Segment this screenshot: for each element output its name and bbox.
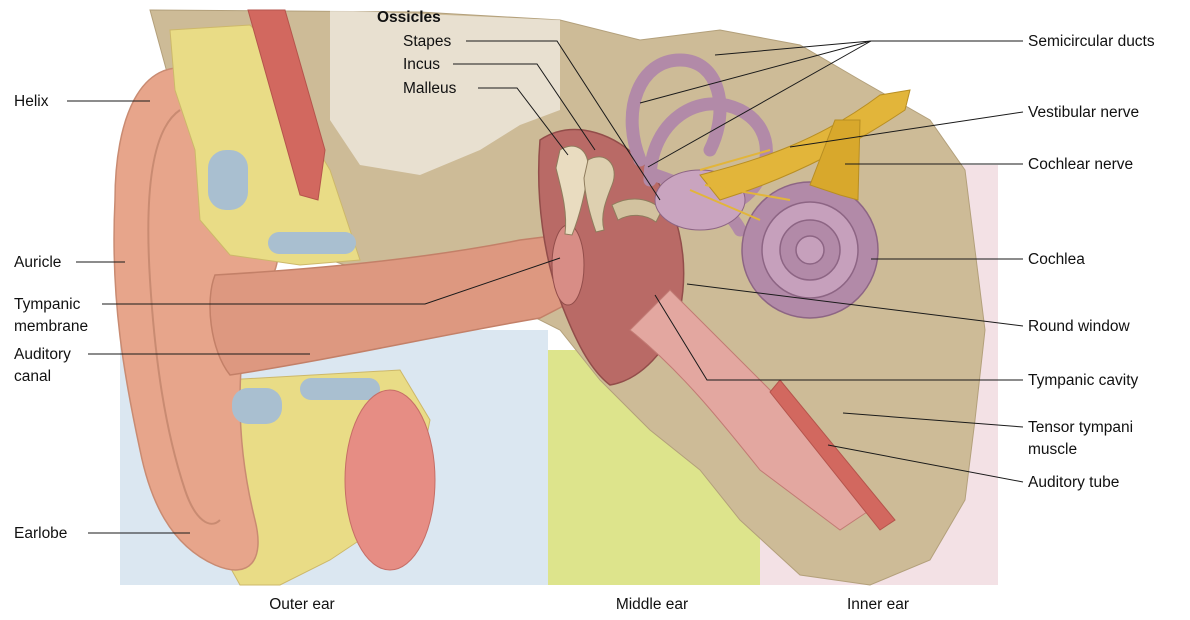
caption-middle-ear: Middle ear [616, 596, 688, 613]
cochlea-shape [742, 182, 878, 318]
label-tympanic-membrane-line2: membrane [14, 318, 88, 335]
fat-pocket-low2 [300, 378, 380, 400]
label-tensor-tympani-line2: muscle [1028, 441, 1077, 458]
label-auditory-canal-line1: Auditory [14, 346, 71, 363]
label-auditory-canal-line2: canal [14, 368, 51, 385]
label-auricle: Auricle [14, 254, 61, 271]
label-cochlear-nerve: Cochlear nerve [1028, 156, 1133, 173]
fat-pocket-mid [268, 232, 356, 254]
tympanic-membrane-shape [552, 225, 584, 305]
label-cochlea: Cochlea [1028, 251, 1085, 268]
label-tympanic-membrane-line1: Tympanic [14, 296, 81, 313]
label-earlobe: Earlobe [14, 525, 67, 542]
label-stapes: Stapes [403, 33, 452, 50]
label-auditory-tube: Auditory tube [1028, 474, 1119, 491]
label-helix: Helix [14, 93, 49, 110]
label-semicircular-ducts: Semicircular ducts [1028, 33, 1155, 50]
fat-pocket-low1 [232, 388, 282, 424]
lower-gland [345, 390, 435, 570]
label-incus: Incus [403, 56, 440, 73]
caption-outer-ear: Outer ear [269, 596, 334, 613]
label-round-window: Round window [1028, 318, 1130, 335]
label-tensor-tympani-line1: Tensor tympani [1028, 419, 1133, 436]
label-tympanic-cavity: Tympanic cavity [1028, 372, 1139, 389]
label-ossicles-title: Ossicles [377, 9, 441, 26]
label-malleus: Malleus [403, 80, 457, 97]
label-vestibular-nerve: Vestibular nerve [1028, 104, 1139, 121]
caption-inner-ear: Inner ear [847, 596, 909, 613]
fat-pocket-upper [208, 150, 248, 210]
